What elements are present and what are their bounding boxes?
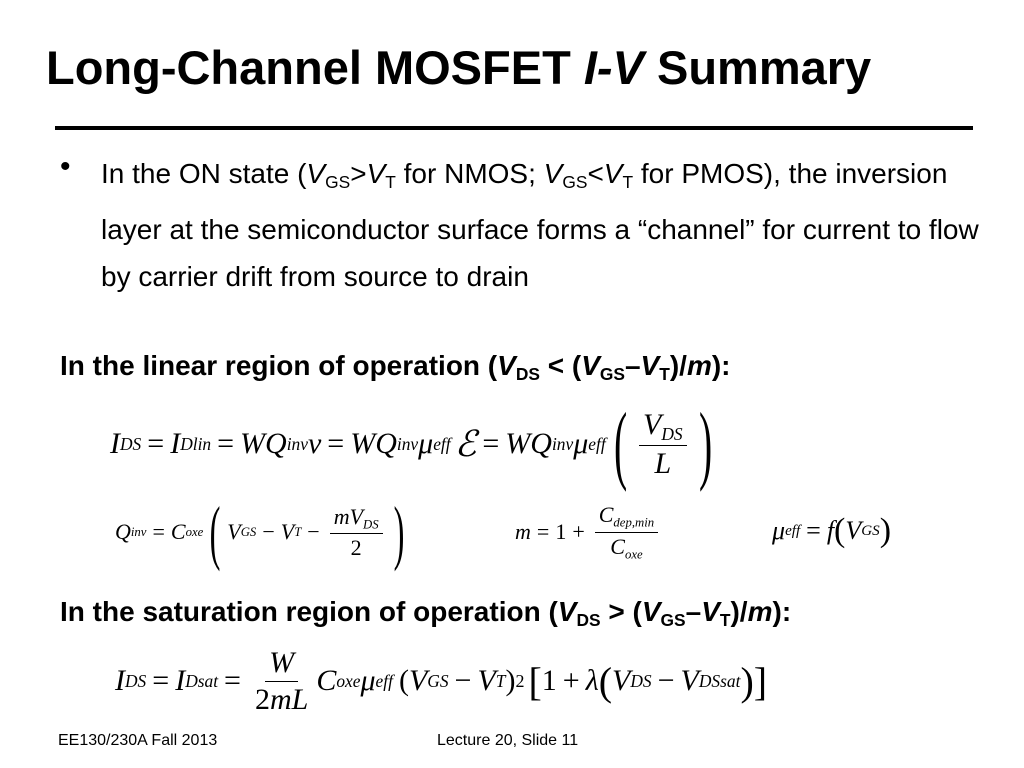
- linear-region-heading: In the linear region of operation (VDS <…: [60, 350, 731, 385]
- footer-slide-number: Lecture 20, Slide 11: [437, 732, 579, 749]
- title-underline: [55, 126, 973, 130]
- bullet-on-state: In the ON state (VGS>VT for NMOS; VGS<VT…: [101, 158, 979, 293]
- slide-title: Long-Channel MOSFET I-V Summary: [46, 41, 872, 94]
- bullet-symbol: •: [60, 150, 71, 183]
- saturation-region-heading: In the saturation region of operation (V…: [60, 596, 792, 631]
- footer-course: EE130/230A Fall 2013: [58, 732, 218, 749]
